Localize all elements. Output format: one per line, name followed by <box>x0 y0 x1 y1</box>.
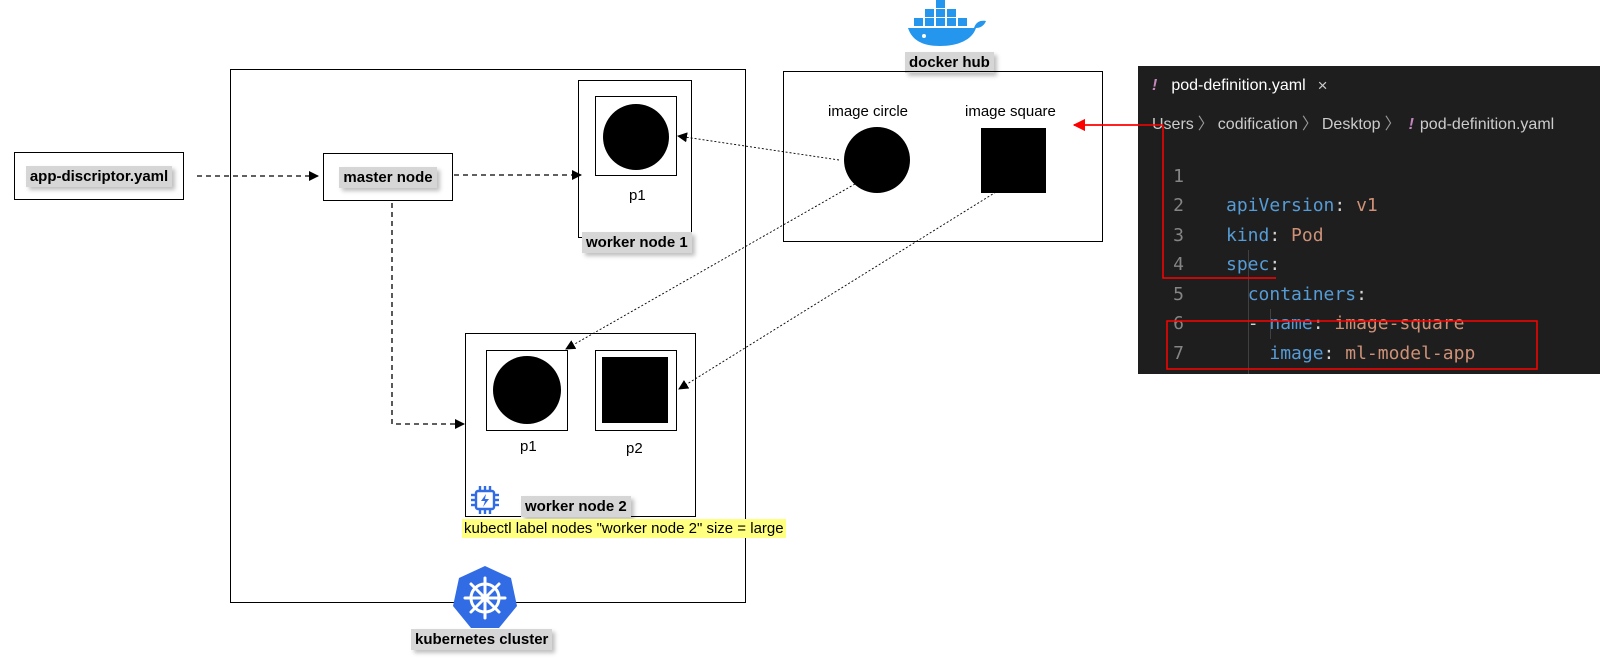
code-line: 5 - name: image-square <box>1138 250 1600 335</box>
code-line: 1 apiVersion: v1 <box>1138 132 1600 217</box>
worker2-p1-circle <box>493 356 561 424</box>
node-chip-icon <box>468 483 502 517</box>
indent-guide <box>1248 250 1249 374</box>
image-square-label: image square <box>965 103 1056 120</box>
breadcrumb-item-desktop[interactable]: Desktop <box>1321 116 1381 133</box>
editor-tab-title: pod-definition.yaml <box>1171 77 1306 94</box>
arrow-master-to-worker2 <box>391 203 465 429</box>
code-line: 3 spec: <box>1138 191 1600 276</box>
app-descriptor-box[interactable]: app-discriptor.yaml <box>14 152 184 200</box>
worker-node-2-title: worker node 2 <box>521 496 631 517</box>
arrow-image-circle-to-worker1 <box>677 132 840 161</box>
docker-whale-icon <box>906 0 988 46</box>
image-circle-shape <box>844 127 910 193</box>
code-line: 4 containers: <box>1138 221 1600 305</box>
line-number: 8 <box>1148 368 1184 374</box>
yaml-value: Pod <box>1291 224 1324 246</box>
line-number: 5 <box>1173 283 1184 305</box>
worker2-pod-p1-box <box>486 350 568 431</box>
breadcrumb-item-file[interactable]: pod-definition.yaml <box>1419 116 1555 133</box>
worker1-pod-p1-label: p1 <box>629 187 646 204</box>
yaml-file-icon: ! <box>1408 116 1414 133</box>
code-line: 7 nodeSelector: <box>1138 309 1600 375</box>
breadcrumb-item-codification[interactable]: codification <box>1217 116 1298 133</box>
code-line: 2 kind: Pod <box>1138 162 1600 246</box>
yaml-key: containers <box>1247 283 1357 305</box>
worker-node-1-title: worker node 1 <box>582 232 692 253</box>
code-area[interactable]: 1 apiVersion: v1 2 kind: Pod 3 spec: 4 c… <box>1138 132 1600 375</box>
image-circle-label: image circle <box>828 103 909 120</box>
yaml-file-icon: ! <box>1152 77 1158 94</box>
arrow-image-circle-to-worker2 <box>565 183 856 350</box>
code-line: 6 image: ml-model-app <box>1138 280 1600 364</box>
worker1-pod-p1-box <box>595 96 677 176</box>
chevron-right-icon: 〉 <box>1384 116 1401 133</box>
kubectl-label-command: kubectl label nodes "worker node 2" size… <box>462 519 786 538</box>
master-node-label: master node <box>339 166 437 188</box>
worker2-p2-square <box>602 357 668 423</box>
app-descriptor-label: app-discriptor.yaml <box>25 165 173 187</box>
breadcrumb-item-users[interactable]: Users <box>1152 116 1194 133</box>
editor-tab[interactable]: ! pod-definition.yaml × <box>1138 66 1338 106</box>
worker2-pod-p2-box <box>595 350 677 431</box>
kubernetes-helm-icon <box>451 565 519 631</box>
yaml-key: nodeSelector <box>1248 372 1378 374</box>
docker-hub-title: docker hub <box>905 52 994 73</box>
chevron-right-icon: 〉 <box>1301 116 1318 133</box>
code-line: 8 size: large <box>1138 339 1600 374</box>
image-square-shape <box>981 128 1046 193</box>
close-icon[interactable]: × <box>1317 76 1328 95</box>
worker2-pod-p2-label: p2 <box>626 440 643 457</box>
code-editor[interactable]: ! pod-definition.yaml × Users〉codificati… <box>1138 66 1600 374</box>
worker1-p1-circle <box>603 104 669 170</box>
docker-hub-box[interactable] <box>783 71 1103 242</box>
master-node-box[interactable]: master node <box>323 153 453 201</box>
chevron-right-icon: 〉 <box>1197 116 1214 133</box>
yaml-value: v1 <box>1356 195 1378 216</box>
breadcrumb: Users〉codification〉Desktop〉!pod-definiti… <box>1152 110 1554 134</box>
kubernetes-cluster-label: kubernetes cluster <box>411 629 553 650</box>
worker2-pod-p1-label: p1 <box>520 438 537 455</box>
